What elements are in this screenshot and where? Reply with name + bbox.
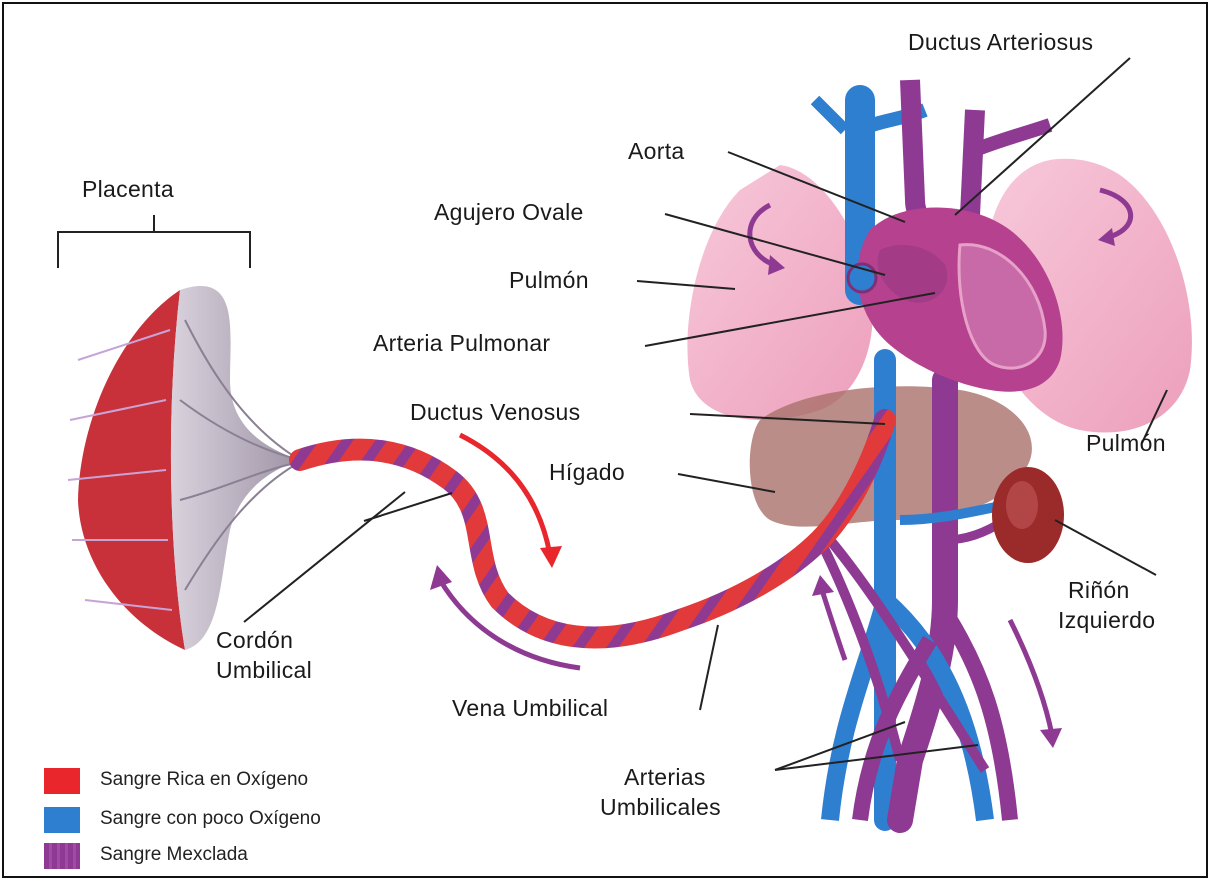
- label-aorta: Aorta: [628, 136, 684, 166]
- label-pulmon-right: Pulmón: [1086, 428, 1166, 458]
- placenta-disc: [78, 290, 185, 650]
- legend-swatch-red: [44, 768, 80, 794]
- label-arterias-line1: Arterias: [624, 762, 706, 792]
- label-cordon-line2: Umbilical: [216, 655, 312, 685]
- label-arterias-line2: Umbilicales: [600, 792, 721, 822]
- label-agujero-ovale: Agujero Ovale: [434, 197, 584, 227]
- label-arteria-pulmonar: Arteria Pulmonar: [373, 328, 550, 358]
- legend-swatch-purple: [44, 843, 80, 869]
- label-higado: Hígado: [549, 457, 625, 487]
- label-ductus-venosus: Ductus Venosus: [410, 397, 580, 427]
- legend-swatch-blue: [44, 807, 80, 833]
- label-ductus-arteriosus: Ductus Arteriosus: [908, 27, 1093, 57]
- label-pulmon-left: Pulmón: [509, 265, 589, 295]
- legend-label: Sangre Mexclada: [100, 844, 248, 866]
- left-lung: [687, 165, 872, 420]
- label-rinon-line1: Riñón: [1068, 575, 1130, 605]
- label-vena-umbilical: Vena Umbilical: [452, 693, 608, 723]
- label-rinon-line2: Izquierdo: [1058, 605, 1155, 635]
- label-placenta: Placenta: [82, 174, 174, 204]
- legend-label: Sangre Rica en Oxígeno: [100, 769, 308, 791]
- legend-label: Sangre con poco Oxígeno: [100, 808, 321, 830]
- placenta-bracket: [58, 215, 250, 268]
- label-cordon-line1: Cordón: [216, 625, 293, 655]
